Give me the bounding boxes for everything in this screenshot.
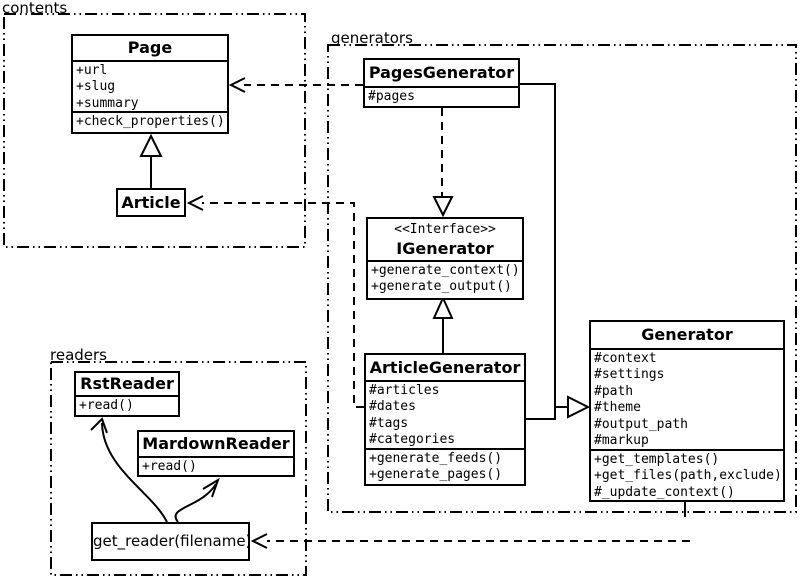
- attribute: #output_path: [594, 416, 688, 432]
- method: +check_properties(): [76, 114, 225, 129]
- attribute: #dates: [369, 399, 416, 415]
- attribute: #tags: [369, 415, 409, 431]
- stereotype-interface: <<Interface>>: [394, 222, 496, 237]
- class-name-articlegenerator: ArticleGenerator: [369, 358, 521, 377]
- class-page: Page +url +slug +summary +check_properti…: [71, 34, 229, 134]
- class-mardownreader: MardownReader +read(): [137, 430, 295, 477]
- method: +generate_pages(): [369, 467, 503, 483]
- method: +get_templates(): [594, 452, 720, 467]
- attribute: #path: [594, 383, 634, 399]
- class-name-page: Page: [127, 38, 173, 57]
- method: +generate_context(): [371, 263, 520, 278]
- attribute: #pages: [368, 89, 415, 104]
- class-igenerator: <<Interface>> IGenerator +generate_conte…: [366, 217, 524, 300]
- attribute: #theme: [594, 400, 641, 416]
- class-name-article: Article: [121, 193, 181, 212]
- class-name-generator: Generator: [641, 325, 733, 344]
- method: +get_files(path,exclude): [594, 468, 782, 484]
- class-name-igenerator: IGenerator: [396, 239, 494, 258]
- attribute: #settings: [594, 367, 665, 383]
- method: +generate_output(): [371, 279, 512, 295]
- attribute: #context: [594, 351, 657, 366]
- attribute: #categories: [369, 432, 456, 448]
- attribute: #articles: [369, 383, 440, 398]
- inheritance-arrow-article-to-page: [139, 133, 163, 188]
- class-article: Article: [116, 188, 186, 217]
- method: +read(): [142, 459, 197, 474]
- inheritance-arrow-generators-to-generator: [520, 83, 591, 420]
- class-name-rstreader: RstReader: [80, 374, 174, 393]
- class-pagesgenerator: PagesGenerator #pages: [363, 58, 520, 108]
- class-name-pagesgenerator: PagesGenerator: [368, 63, 515, 82]
- attribute: +url: [76, 63, 108, 78]
- inheritance-arrow-articlegenerator-to-igenerator: [432, 295, 454, 353]
- curved-arrow-getreader-to-mardownreader: [174, 477, 220, 523]
- realization-arrow-pagesgenerator-to-igenerator: [432, 108, 454, 218]
- attribute: +slug: [76, 79, 116, 95]
- class-rstreader: RstReader +read(): [74, 371, 180, 417]
- package-label-readers: readers: [50, 346, 107, 364]
- dependency-arrow-articlegenerator-to-article: [186, 195, 364, 408]
- class-name-mardownreader: MardownReader: [142, 434, 290, 453]
- attribute: +summary: [76, 95, 139, 111]
- class-articlegenerator: ArticleGenerator #articles #dates #tags …: [364, 353, 526, 486]
- method: +read(): [79, 398, 134, 413]
- class-generator: Generator #context #settings #path #them…: [589, 320, 785, 502]
- method: +generate_feeds(): [369, 451, 503, 466]
- function-box-get-reader: get_reader(filename): [91, 522, 251, 561]
- attribute: #markup: [594, 433, 649, 449]
- package-label-generators: generators: [331, 29, 413, 47]
- dependency-arrow-pagesgenerator-to-page: [228, 77, 363, 93]
- method: #_update_context(): [594, 484, 735, 500]
- dependency-arrow-generator-to-getreader: [250, 501, 690, 549]
- package-label-contents: contents: [2, 0, 68, 17]
